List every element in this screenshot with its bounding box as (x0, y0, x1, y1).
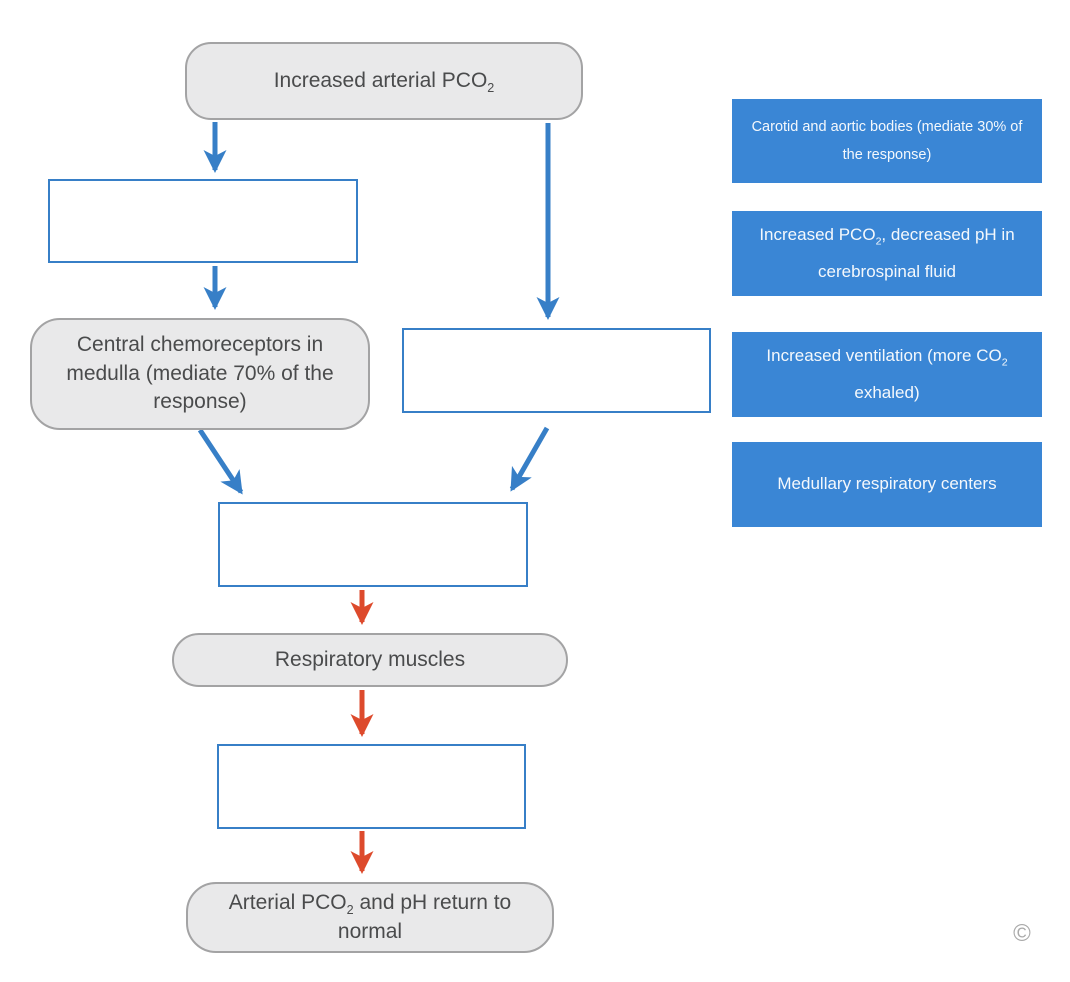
drop-zone-medullary-centers[interactable] (218, 502, 528, 587)
answer-chip-medullary-centers[interactable]: Medullary respiratory centers (732, 442, 1042, 527)
node-central-chemoreceptors: Central chemoreceptors in medulla (media… (30, 318, 370, 430)
drop-zone-increased-ventilation[interactable] (217, 744, 526, 829)
chip-text: Increased PCO (759, 224, 876, 244)
copyright-icon: © (1013, 920, 1031, 947)
node-text: Arterial PCO (228, 891, 347, 915)
node-text: Central chemoreceptors in medulla (media… (66, 333, 334, 414)
chip-text-subscript: 2 (1001, 356, 1008, 369)
node-text: Respiratory muscles (274, 647, 466, 671)
arrow-central-to-middlezone (197, 428, 244, 495)
node-respiratory-muscles: Respiratory muscles (172, 633, 568, 687)
node-arterial-pco2-normal: Arterial PCO2 and pH return to normal (186, 882, 554, 953)
node-increased-arterial-pco2: Increased arterial PCO2 (185, 42, 583, 120)
chip-text: Carotid and aortic bodies (mediate 30% o… (751, 118, 1023, 163)
chip-text: Medullary respiratory centers (777, 474, 997, 494)
node-text-subscript: 2 (487, 81, 495, 96)
node-text: Increased arterial PCO (273, 68, 488, 92)
answer-chip-increased-ventilation[interactable]: Increased ventilation (more CO2 exhaled) (732, 332, 1042, 417)
answer-chip-carotid-aortic-bodies[interactable]: Carotid and aortic bodies (mediate 30% o… (732, 99, 1042, 183)
drop-zone-peripheral-chemoreceptors[interactable] (48, 179, 358, 263)
chip-text: Increased ventilation (more CO (766, 345, 1002, 365)
arrow-rightzone-to-middlezone (509, 426, 550, 492)
drop-zone-csf-change[interactable] (402, 328, 711, 413)
node-text-subscript: 2 (346, 903, 354, 918)
answer-chip-increased-pco2-csf[interactable]: Increased PCO2, decreased pH in cerebros… (732, 211, 1042, 296)
chip-text-subscript: 2 (875, 235, 882, 248)
